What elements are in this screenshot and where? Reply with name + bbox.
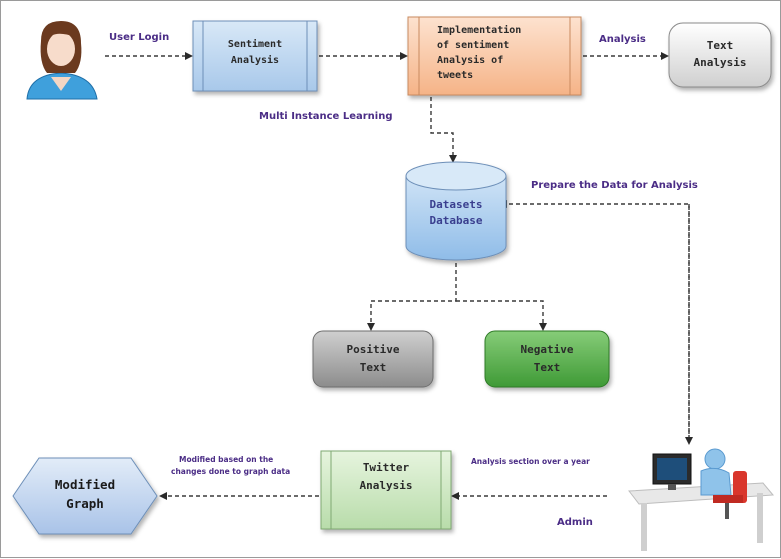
arrow-admin-to-database (499, 200, 690, 441)
user-avatar-icon (26, 21, 98, 100)
arrow-implementation-to-database (430, 97, 457, 163)
twitter-analysis-node (320, 450, 452, 530)
twitter-analysis-line1: Twitter (363, 461, 410, 474)
positive-text-line1: Positive (347, 343, 400, 356)
text-analysis-line2: Analysis (694, 56, 747, 69)
sentiment-analysis-line1: Sentiment (228, 38, 282, 50)
negative-text-node (484, 330, 610, 388)
datasets-database-line2: Database (430, 214, 483, 227)
arrow-database-to-positive (367, 263, 457, 331)
negative-text-line2: Text (534, 361, 561, 374)
implementation-line2: of sentiment (437, 39, 509, 51)
label-modified-based-line1: Modified based on the (179, 455, 273, 464)
sentiment-analysis-line2: Analysis (231, 54, 279, 66)
datasets-database-line1: Datasets (430, 198, 483, 211)
text-analysis-line1: Text (707, 39, 734, 52)
negative-text-line1: Negative (521, 343, 574, 356)
admin-workstation-icon (628, 448, 775, 551)
positive-text-line2: Text (360, 361, 387, 374)
modified-graph-line2: Graph (66, 496, 104, 511)
label-prepare-data: Prepare the Data for Analysis (531, 180, 698, 191)
label-analysis-section: Analysis section over a year (471, 457, 590, 466)
positive-text-node (312, 330, 434, 388)
implementation-line1: Implementation (437, 24, 521, 36)
modified-graph-line1: Modified (55, 477, 115, 492)
datasets-database-node (405, 161, 507, 261)
label-user-login: User Login (109, 32, 169, 43)
implementation-line4: tweets (437, 70, 473, 81)
sentiment-analysis-node (192, 20, 318, 92)
modified-graph-node (12, 457, 158, 535)
label-multi-instance-learning: Multi Instance Learning (259, 111, 392, 122)
label-modified-based-line2: changes done to graph data (171, 467, 290, 476)
label-admin: Admin (557, 517, 593, 528)
label-analysis: Analysis (599, 34, 646, 45)
implementation-node (407, 16, 582, 96)
text-analysis-node (668, 22, 772, 88)
implementation-line3: Analysis of (437, 54, 503, 66)
twitter-analysis-line2: Analysis (360, 479, 413, 492)
arrow-database-to-negative (456, 300, 547, 331)
